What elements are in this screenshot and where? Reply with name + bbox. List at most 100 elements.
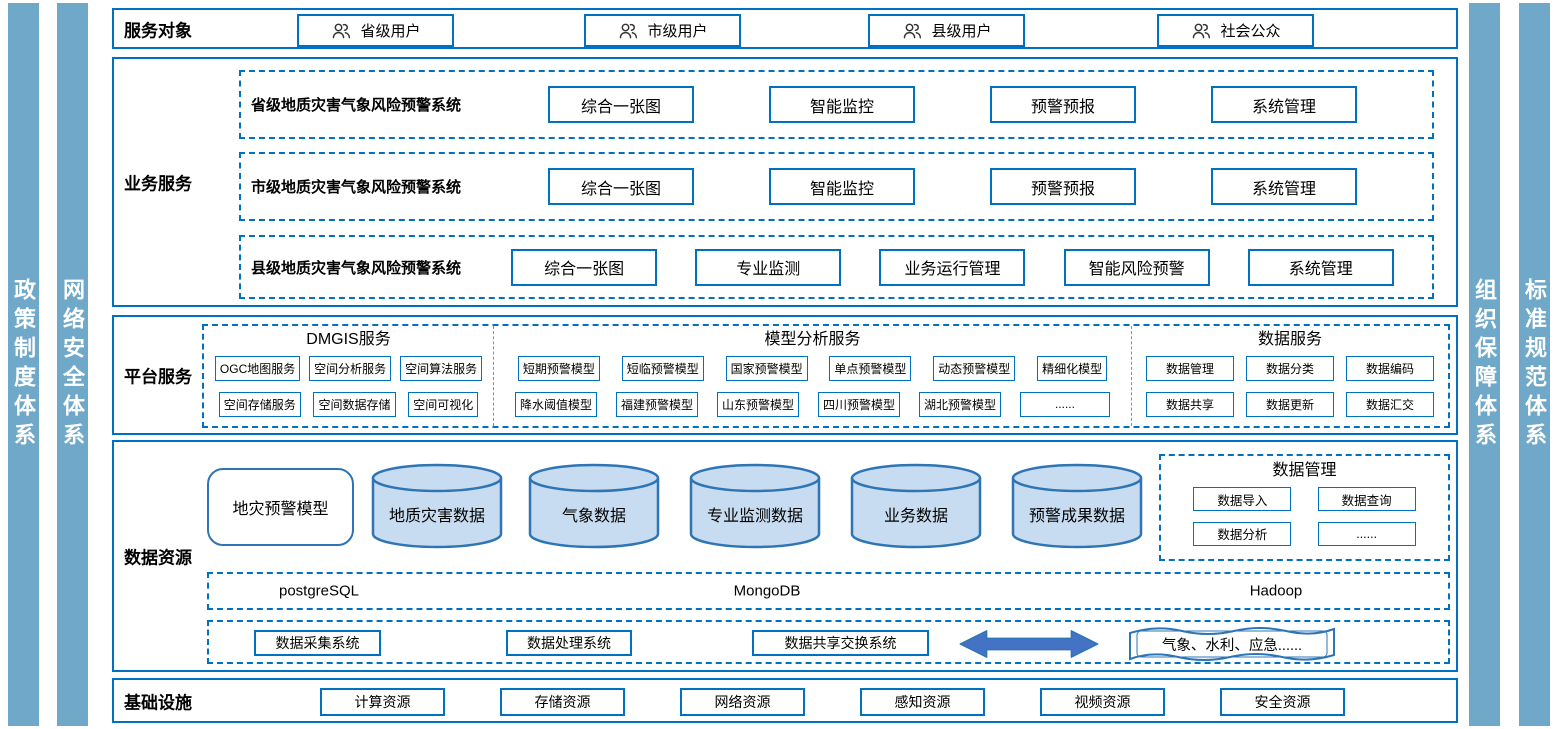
spatial-algorithm-service-button[interactable]: 空间算法服务 xyxy=(400,356,483,382)
model-analysis-group-title: 模型分析服务 xyxy=(764,331,861,348)
sidebar-policy-label: 政策制度体系 xyxy=(11,277,36,452)
sidebar-standards: 标准规范体系 xyxy=(1519,3,1550,726)
system-management-button[interactable]: 系统管理 xyxy=(1211,168,1357,205)
external-systems-shape: 气象、水利、应急...... xyxy=(1124,623,1340,665)
ogc-map-service-button[interactable]: OGC地图服务 xyxy=(214,356,301,382)
cylinder-label: 气象数据 xyxy=(561,508,626,525)
short-term-model-button[interactable]: 短期预警模型 xyxy=(517,356,600,382)
wavy-tape-icon xyxy=(1129,627,1335,661)
external-systems-label: 气象、水利、应急...... xyxy=(1161,638,1303,654)
data-classification-button[interactable]: 数据分类 xyxy=(1246,356,1334,382)
dynamic-model-button[interactable]: 动态预警模型 xyxy=(933,356,1016,382)
data-sharing-exchange-system-button[interactable]: 数据共享交换系统 xyxy=(752,630,929,656)
database-layer: postgreSQL MongoDB Hadoop xyxy=(207,572,1450,610)
platform-services-panel: DMGIS服务 OGC地图服务 空间分析服务 空间算法服务 空间存储服务 空间数… xyxy=(202,324,1450,428)
single-point-model-button[interactable]: 单点预警模型 xyxy=(829,356,912,382)
spatial-analysis-service-button[interactable]: 空间分析服务 xyxy=(309,356,392,382)
sichuan-model-button[interactable]: 四川预警模型 xyxy=(817,391,900,417)
dmgis-group-title: DMGIS服务 xyxy=(306,331,391,348)
data-collection-system-button[interactable]: 数据采集系统 xyxy=(254,630,381,656)
sensing-resource-button[interactable]: 感知资源 xyxy=(860,688,985,716)
database-cylinder-icon xyxy=(850,463,982,549)
users-icon xyxy=(620,23,638,38)
data-sharing-button[interactable]: 数据共享 xyxy=(1146,391,1234,417)
database-cylinder-icon xyxy=(371,463,503,549)
data-encoding-button[interactable]: 数据编码 xyxy=(1346,356,1434,382)
smart-monitoring-button[interactable]: 智能监控 xyxy=(769,86,915,123)
spatial-visualization-button[interactable]: 空间可视化 xyxy=(408,391,479,417)
shandong-model-button[interactable]: 山东预警模型 xyxy=(716,391,799,417)
integrated-map-button[interactable]: 综合一张图 xyxy=(548,168,694,205)
network-resource-button[interactable]: 网络资源 xyxy=(680,688,805,716)
spatial-storage-service-button[interactable]: 空间存储服务 xyxy=(218,391,301,417)
cylinder-warning-result-data: 预警成果数据 xyxy=(1009,462,1145,550)
smart-risk-warning-button[interactable]: 智能风险预警 xyxy=(1063,248,1210,286)
warning-forecast-button[interactable]: 预警预报 xyxy=(990,86,1136,123)
disaster-warning-model-box[interactable]: 地灾预警模型 xyxy=(207,468,354,546)
section-business-services: 业务服务 省级地质灾害气象风险预警系统 综合一张图 智能监控 预警预报 系统管理… xyxy=(112,57,1458,307)
data-processing-system-button[interactable]: 数据处理系统 xyxy=(506,630,632,656)
sidebar-network-security: 网络安全体系 xyxy=(57,3,88,726)
fujian-model-button[interactable]: 福建预警模型 xyxy=(615,391,698,417)
cylinder-geological-disaster-data: 地质灾害数据 xyxy=(370,462,504,550)
more-models-button[interactable]: ...... xyxy=(1019,391,1110,417)
warning-forecast-button[interactable]: 预警预报 xyxy=(990,168,1136,205)
county-system-group: 县级地质灾害气象风险预警系统 综合一张图 专业监测 业务运行管理 智能风险预警 … xyxy=(239,235,1434,299)
database-cylinder-icon xyxy=(528,463,660,549)
data-query-button[interactable]: 数据查询 xyxy=(1317,487,1416,512)
users-icon xyxy=(1193,23,1211,38)
user-box-city[interactable]: 市级用户 xyxy=(584,14,741,47)
user-box-label: 社会公众 xyxy=(1220,23,1281,40)
user-box-county[interactable]: 县级用户 xyxy=(868,14,1025,47)
user-box-label: 省级用户 xyxy=(360,23,421,40)
system-management-button[interactable]: 系统管理 xyxy=(1211,86,1357,123)
professional-monitoring-button[interactable]: 专业监测 xyxy=(695,248,842,286)
system-management-button[interactable]: 系统管理 xyxy=(1247,248,1394,286)
section-infrastructure: 基础设施 计算资源 存储资源 网络资源 感知资源 视频资源 安全资源 xyxy=(112,678,1458,723)
operation-management-button[interactable]: 业务运行管理 xyxy=(879,248,1026,286)
data-management-title: 数据管理 xyxy=(1272,462,1337,479)
integrated-map-button[interactable]: 综合一张图 xyxy=(548,86,694,123)
data-submission-button[interactable]: 数据汇交 xyxy=(1346,391,1434,417)
national-model-button[interactable]: 国家预警模型 xyxy=(725,356,808,382)
data-analysis-button[interactable]: 数据分析 xyxy=(1193,521,1292,546)
cylinder-label: 预警成果数据 xyxy=(1028,508,1125,525)
users-icon xyxy=(904,23,922,38)
user-box-label: 市级用户 xyxy=(647,23,708,40)
business-services-title: 业务服务 xyxy=(124,174,192,194)
spatial-data-storage-button[interactable]: 空间数据存储 xyxy=(313,391,396,417)
data-systems-layer: 数据采集系统 数据处理系统 数据共享交换系统 气象、水利、应急...... xyxy=(207,620,1450,664)
hubei-model-button[interactable]: 湖北预警模型 xyxy=(918,391,1001,417)
provincial-system-label: 省级地质灾害气象风险预警系统 xyxy=(251,97,462,114)
smart-monitoring-button[interactable]: 智能监控 xyxy=(769,168,915,205)
refined-model-button[interactable]: 精细化模型 xyxy=(1037,356,1108,382)
platform-services-title: 平台服务 xyxy=(124,367,192,387)
county-system-label: 县级地质灾害气象风险预警系统 xyxy=(251,259,462,277)
section-service-targets: 服务对象 省级用户 市级用户 县级用户 社会公众 xyxy=(112,8,1458,49)
video-resource-button[interactable]: 视频资源 xyxy=(1040,688,1165,716)
storage-resource-button[interactable]: 存储资源 xyxy=(500,688,625,716)
sidebar-organization-label: 组织保障体系 xyxy=(1472,277,1497,452)
county-system-buttons: 综合一张图 专业监测 业务运行管理 智能风险预警 系统管理 xyxy=(473,248,1432,286)
precipitation-threshold-model-button[interactable]: 降水阈值模型 xyxy=(514,391,597,417)
database-label-postgresql: postgreSQL xyxy=(278,582,360,600)
database-label-hadoop: Hadoop xyxy=(1249,582,1303,600)
data-import-button[interactable]: 数据导入 xyxy=(1193,487,1292,512)
double-arrow-icon xyxy=(954,628,1104,660)
security-resource-button[interactable]: 安全资源 xyxy=(1220,688,1345,716)
section-platform-services: 平台服务 DMGIS服务 OGC地图服务 空间分析服务 空间算法服务 空间存储服… xyxy=(112,315,1458,435)
integrated-map-button[interactable]: 综合一张图 xyxy=(511,248,658,286)
data-update-button[interactable]: 数据更新 xyxy=(1246,391,1334,417)
compute-resource-button[interactable]: 计算资源 xyxy=(320,688,445,716)
data-service-group-title: 数据服务 xyxy=(1257,331,1322,348)
sidebar-network-label: 网络安全体系 xyxy=(60,277,85,452)
platform-group-models: 模型分析服务 短期预警模型 短临预警模型 国家预警模型 单点预警模型 动态预警模… xyxy=(493,326,1131,426)
nowcast-model-button[interactable]: 短临预警模型 xyxy=(621,356,704,382)
city-system-label: 市级地质灾害气象风险预警系统 xyxy=(251,179,462,196)
data-management-service-button[interactable]: 数据管理 xyxy=(1146,356,1234,382)
cylinder-professional-monitoring-data: 专业监测数据 xyxy=(686,462,824,550)
user-box-public[interactable]: 社会公众 xyxy=(1157,14,1314,47)
cylinder-label: 专业监测数据 xyxy=(706,508,803,525)
more-data-tools-button[interactable]: ...... xyxy=(1317,521,1416,546)
user-box-provincial[interactable]: 省级用户 xyxy=(297,14,454,47)
